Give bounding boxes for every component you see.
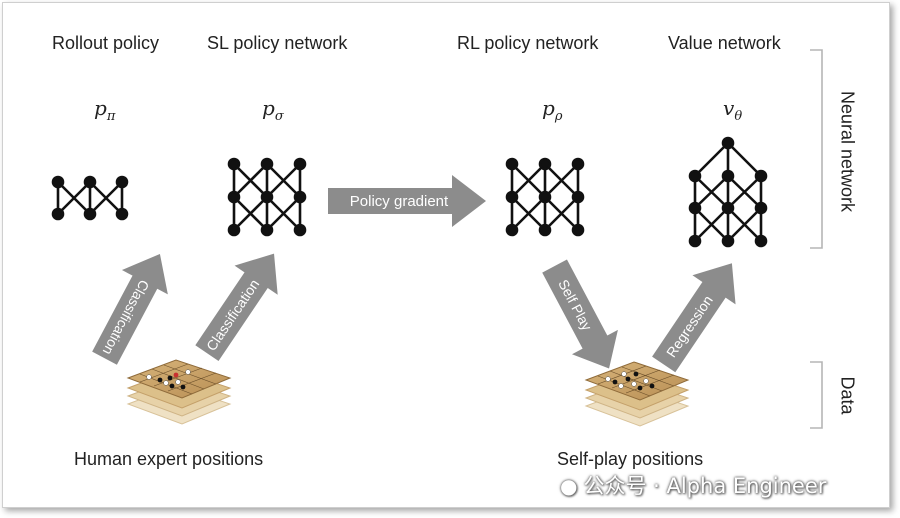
human-expert-boards-icon xyxy=(126,359,232,425)
self-play-boards-icon xyxy=(584,361,690,427)
classification-right-arrow: Classification xyxy=(195,253,278,361)
value-network xyxy=(688,136,768,248)
classification-right-label: Classification xyxy=(203,276,262,353)
self-play-caption: Self-play positions xyxy=(557,449,704,469)
policy-gradient-arrow: Policy gradient xyxy=(328,175,486,227)
sl-policy-network xyxy=(227,157,307,237)
human-expert-caption: Human expert positions xyxy=(74,449,264,469)
sl-policy-title: SL policy network xyxy=(207,33,348,53)
rollout-network xyxy=(51,175,129,221)
wechat-icon: ● xyxy=(560,474,578,498)
watermark: ●公众号 · Alpha Engineer xyxy=(560,474,827,498)
data-side-label: Data xyxy=(837,376,858,415)
classification-left-arrow: Classification xyxy=(92,253,168,365)
rl-symbol: pρ xyxy=(542,96,563,124)
sl-symbol: pσ xyxy=(262,96,284,124)
neural-network-bracket xyxy=(810,49,823,249)
value-symbol: vθ xyxy=(723,96,743,124)
neural-network-side-label: Neural network xyxy=(837,90,858,213)
rl-policy-title: RL policy network xyxy=(457,33,599,53)
policy-gradient-label: Policy gradient xyxy=(350,193,449,210)
rl-policy-network xyxy=(505,157,585,237)
self-play-arrow: Self Play xyxy=(542,259,618,369)
regression-arrow: Regression xyxy=(652,263,736,373)
data-bracket xyxy=(810,361,823,429)
rollout-policy-title: Rollout policy xyxy=(52,33,160,53)
rollout-symbol: pπ xyxy=(94,96,116,124)
value-network-title: Value network xyxy=(668,33,781,53)
figure-frame xyxy=(2,2,890,508)
